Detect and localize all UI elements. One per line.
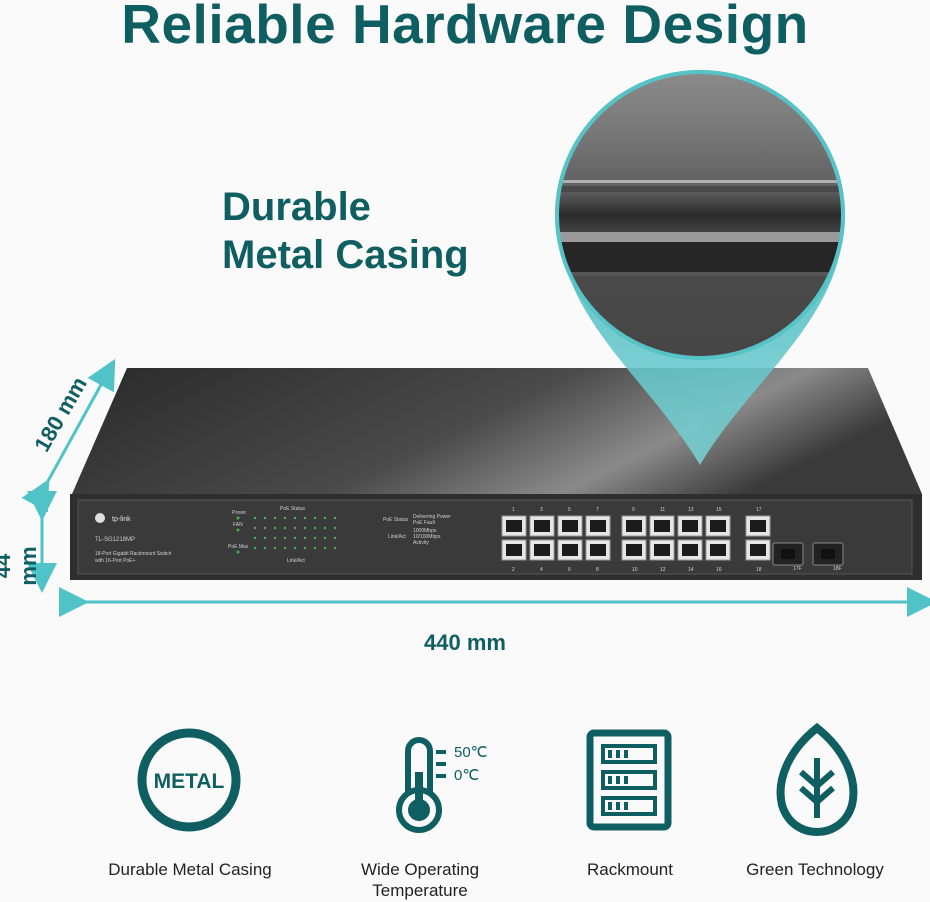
port-label-bottom: 18 — [756, 567, 762, 573]
port-led — [313, 526, 317, 530]
device-desc-2: with 16-Port PoE+ — [95, 558, 136, 564]
port-led — [273, 546, 277, 550]
sfp-label-18f: 18F — [833, 566, 842, 572]
temp-low: 0℃ — [454, 767, 479, 784]
port-label-bottom: 6 — [568, 567, 571, 573]
port-led — [323, 536, 327, 540]
page-title: Reliable Hardware Design — [121, 0, 809, 55]
port-led — [333, 516, 337, 520]
port-led — [313, 516, 317, 520]
port-led — [283, 546, 287, 550]
port-led — [253, 546, 257, 550]
port-led — [323, 546, 327, 550]
link-act-group-label: Link/Act — [287, 558, 305, 564]
port-label-bottom: 16 — [716, 567, 722, 573]
port-label-bottom: 2 — [512, 567, 515, 573]
height-label: 44 mm — [0, 546, 41, 586]
device-brand: tp-link — [112, 516, 131, 523]
callout-line-2: Metal Casing — [222, 233, 469, 277]
port-led — [313, 536, 317, 540]
port-label-top: 13 — [688, 507, 694, 513]
port-led — [263, 536, 267, 540]
port-led — [313, 546, 317, 550]
port-led — [293, 546, 297, 550]
port-led — [273, 516, 277, 520]
port-led — [303, 516, 307, 520]
switch-top — [72, 368, 922, 494]
feature-label-rackmount: Rackmount — [587, 860, 673, 879]
port-led — [333, 536, 337, 540]
led-poe-max-label: PoE Max — [228, 544, 249, 550]
legend-delivering: Delivering Power — [413, 514, 451, 520]
feature-label-temperature: Wide Operating Temperature — [360, 860, 480, 900]
legend-poe-fault: PoE Fault — [413, 520, 436, 526]
feature-icons: METAL 50℃ 0℃ — [137, 722, 858, 837]
port-label-top: 11 — [660, 507, 665, 513]
port-led — [333, 546, 337, 550]
port-label-top: 9 — [632, 507, 635, 513]
port-label-bottom: 14 — [688, 567, 694, 573]
feature-label-green: Green Technology — [746, 860, 884, 879]
port-led — [283, 516, 287, 520]
port-led — [273, 536, 277, 540]
sfp-label-17f: 17F — [793, 566, 802, 572]
device-desc-1: 18-Port Gigabit Rackmount Switch — [95, 551, 172, 557]
port-label-bottom: 8 — [596, 567, 599, 573]
port-led — [263, 516, 267, 520]
port-label-top: 7 — [596, 507, 599, 513]
leaf-icon — [776, 722, 858, 837]
led-power-label: Power — [232, 510, 247, 516]
metal-badge-text: METAL — [154, 770, 225, 793]
legend-poe-status: PoE Status — [383, 517, 409, 523]
legend-link-act: Link/Act — [388, 534, 406, 540]
callout-text: Durable Metal Casing — [222, 183, 469, 279]
port-label-top: 3 — [540, 507, 543, 513]
tp-link-logo-icon — [95, 513, 105, 523]
legend-activity: Activity — [413, 540, 429, 546]
port-led — [323, 516, 327, 520]
legend-10-100: 10/100Mbps — [413, 534, 441, 540]
temp-high: 50℃ — [454, 744, 488, 761]
port-led — [283, 526, 287, 530]
legend-1000: 1000Mbps — [413, 528, 437, 534]
port-led — [273, 526, 277, 530]
port-label-bottom: 10 — [632, 567, 638, 573]
depth-arrow — [21, 358, 116, 513]
port-label-bottom: 12 — [660, 567, 666, 573]
port-led — [283, 536, 287, 540]
callout-line-1: Durable — [222, 185, 371, 229]
port-led — [253, 536, 257, 540]
port-led — [323, 526, 327, 530]
port-led — [253, 526, 257, 530]
thermometer-icon: 50℃ 0℃ — [396, 737, 488, 833]
port-led — [253, 516, 257, 520]
led-fan-label: FAN — [233, 522, 243, 528]
metal-icon: METAL — [137, 728, 241, 832]
port-led — [333, 526, 337, 530]
rackmount-icon — [586, 729, 672, 831]
port-led-grid — [253, 516, 337, 550]
port-label-top: 1 — [512, 507, 515, 513]
port-label-top: 15 — [716, 507, 722, 513]
port-label-top: 5 — [568, 507, 571, 513]
port-led — [303, 546, 307, 550]
port-led — [263, 546, 267, 550]
port-led — [293, 536, 297, 540]
port-led — [303, 536, 307, 540]
poe-status-group-label: PoE Status — [280, 506, 306, 512]
port-label-top: 17 — [756, 507, 762, 513]
port-led — [293, 516, 297, 520]
width-label: 440 mm — [424, 630, 506, 655]
magnifier-callout — [555, 70, 845, 465]
port-label-bottom: 4 — [540, 567, 543, 573]
port-led — [293, 526, 297, 530]
port-led — [263, 526, 267, 530]
device-model: TL-SG1218MP — [95, 537, 135, 543]
feature-label-metal: Durable Metal Casing — [108, 860, 272, 879]
port-led — [303, 526, 307, 530]
